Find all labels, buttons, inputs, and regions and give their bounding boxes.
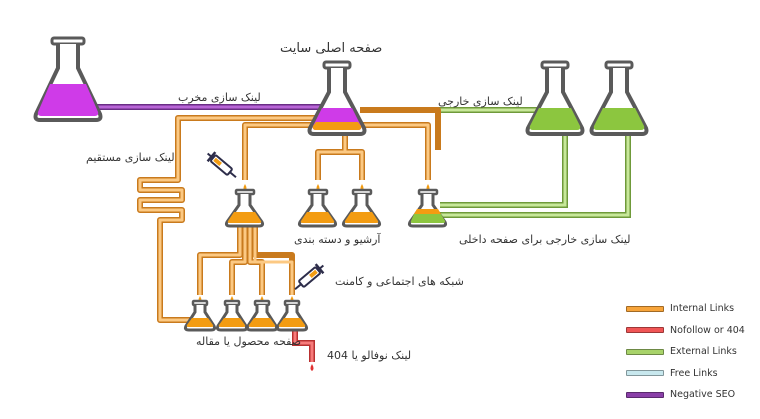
legend-item-nofollow: Nofollow or 404 [626,320,756,342]
legend-label: Nofollow or 404 [670,324,745,336]
legend-item-internal: Internal Links [626,298,756,320]
label-destructive: لینک سازی مخرب [178,91,261,104]
legend-swatch [626,370,664,377]
label-archive: آرشیو و دسته بندی [294,233,381,246]
legend-swatch [626,348,664,355]
legend-label: Internal Links [670,303,735,315]
flask-home [307,60,367,136]
internal-links-pipes [137,107,441,323]
legend-item-negative: Negative SEO [626,384,756,406]
legend-swatch [626,391,664,398]
syringe-icon [294,263,325,291]
flask-external-1 [525,60,585,136]
flask-inner-page [407,188,448,228]
nofollow-pipe [292,330,315,371]
flask-product-1 [183,299,217,332]
flask-archive-1 [297,188,338,228]
legend: Internal Links Nofollow or 404 External … [626,298,756,406]
legend-item-free: Free Links [626,363,756,385]
legend-swatch [626,327,664,334]
flask-product-3 [245,299,279,332]
label-direct: لینک سازی مستقیم [86,151,175,164]
legend-item-external: External Links [626,341,756,363]
legend-swatch [626,305,664,312]
flask-category [224,188,265,228]
label-nofollow: لینک نوفالو یا 404 [327,349,412,362]
flask-archive-2 [341,188,382,228]
label-social: شبکه های اجتماعی و کامنت [335,275,464,288]
label-home: صفحه اصلی سایت [280,41,383,56]
label-external-to-inner: لینک سازی خارجی برای صفحه داخلی [459,233,631,246]
legend-label: Free Links [670,367,718,379]
label-product: صفحه محصول یا مقاله [196,335,302,348]
label-external: لینک سازی خارجی [438,95,523,108]
syringe-icon [206,151,237,179]
flask-product-4 [275,299,309,332]
legend-label: Negative SEO [670,389,736,401]
flask-product-2 [215,299,249,332]
flask-negative [33,36,103,122]
legend-label: External Links [670,346,737,358]
flask-external-2 [589,60,649,136]
